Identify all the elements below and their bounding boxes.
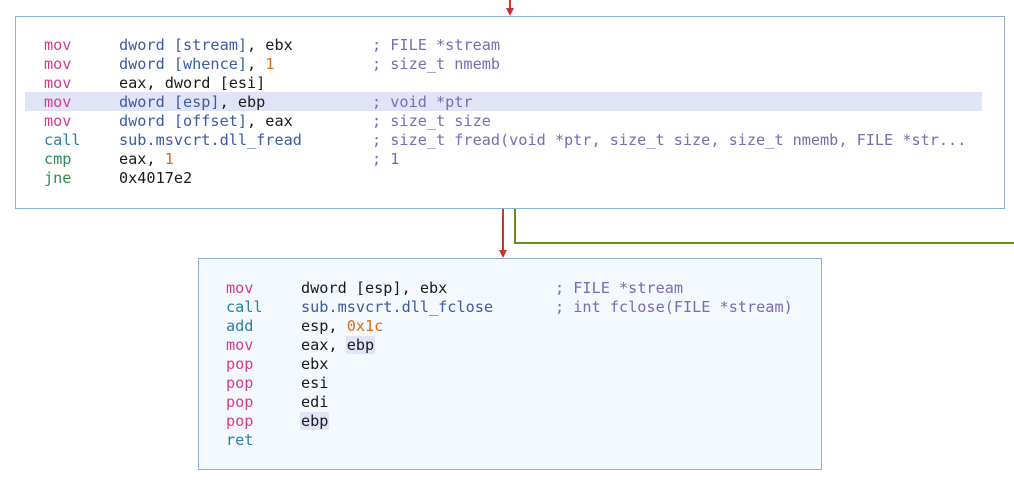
instruction-line[interactable]: jne 0x4017e2: [16, 169, 1004, 188]
instruction-line[interactable]: mov dword [stream], ebx ; FILE *stream: [16, 36, 1004, 55]
mnemonic: add: [226, 317, 254, 335]
mnemonic: cmp: [44, 150, 72, 168]
instruction-line[interactable]: mov eax, ebp: [199, 336, 821, 355]
operand-token[interactable]: , ebp: [219, 93, 266, 111]
operands: ebx: [301, 355, 328, 374]
operands: 0x4017e2: [119, 169, 192, 188]
operand-token[interactable]: esi: [301, 374, 329, 392]
mnemonic: mov: [44, 112, 72, 130]
mnemonic: mov: [226, 279, 254, 297]
instruction-line[interactable]: ret: [199, 431, 821, 450]
highlighted-line: [25, 92, 982, 111]
instruction-line[interactable]: mov eax, dword [esi]: [16, 74, 1004, 93]
operand-token[interactable]: , ebx: [247, 36, 293, 54]
operand-token[interactable]: dword [offset]: [119, 112, 248, 130]
operand-token[interactable]: esp,: [301, 317, 347, 335]
operand-token[interactable]: dword [esp]: [119, 93, 220, 111]
instruction-line[interactable]: cmp eax, 1 ; 1: [16, 150, 1004, 169]
comment: ; size_t size: [372, 112, 491, 130]
instruction-line[interactable]: pop edi: [199, 393, 821, 412]
comment: ; size_t nmemb: [372, 55, 501, 73]
comment: ; FILE *stream: [555, 279, 684, 297]
operand-token[interactable]: sub.msvcrt.dll_fread: [119, 131, 302, 149]
immediate-value[interactable]: 0x1c: [346, 317, 384, 335]
comment: ; size_t fread(void *ptr, size_t size, s…: [372, 131, 967, 149]
immediate-value[interactable]: 1: [164, 150, 174, 168]
operand-token[interactable]: ,: [247, 55, 266, 73]
instruction-line[interactable]: pop ebx: [199, 355, 821, 374]
operand-token[interactable]: edi: [301, 393, 329, 411]
operands: esi: [301, 374, 328, 393]
mnemonic: pop: [226, 374, 254, 392]
instruction-line[interactable]: call sub.msvcrt.dll_fread ; size_t fread(v…: [16, 131, 1004, 150]
operands: dword [esp], ebx: [301, 279, 447, 298]
operands: eax, 1: [119, 150, 174, 169]
operands: sub.msvcrt.dll_fread: [119, 131, 302, 150]
operands: ebp: [300, 412, 330, 431]
operands: dword [offset], eax: [119, 112, 293, 131]
arrowhead-incoming-top: [506, 8, 514, 16]
operand-token[interactable]: sub.msvcrt.dll_fclose: [301, 298, 494, 316]
basic-block-fclose[interactable]: mov dword [esp], ebx ; FILE *stream call sub…: [198, 258, 822, 470]
mnemonic: mov: [44, 55, 72, 73]
instruction-line[interactable]: mov dword [offset], eax ; size_t size: [16, 112, 1004, 131]
mnemonic: mov: [226, 336, 254, 354]
operand-token[interactable]: eax, dword [esi]: [119, 74, 266, 92]
operands: sub.msvcrt.dll_fclose: [301, 298, 493, 317]
operand-token[interactable]: eax,: [119, 150, 165, 168]
operand-token[interactable]: dword [whence]: [119, 55, 248, 73]
operands: dword [whence], 1: [119, 55, 274, 74]
edge-jump-green-vertical: [514, 209, 516, 244]
instruction-line[interactable]: add esp, 0x1c: [199, 317, 821, 336]
mnemonic: mov: [44, 93, 72, 111]
operands: dword [esp], ebp: [119, 93, 265, 112]
mnemonic: mov: [44, 36, 72, 54]
mnemonic: ret: [226, 431, 254, 449]
arrowhead-fallthrough: [499, 250, 507, 258]
operand-token[interactable]: ebx: [301, 355, 329, 373]
edge-incoming-top: [509, 0, 511, 9]
comment: ; FILE *stream: [372, 36, 501, 54]
instruction-line[interactable]: mov dword [esp], ebx ; FILE *stream: [199, 279, 821, 298]
instruction-line[interactable]: mov dword [whence], 1 ; size_t nmemb: [16, 55, 1004, 74]
mnemonic: call: [226, 298, 263, 316]
operand-token[interactable]: eax,: [301, 336, 347, 354]
highlighted-register[interactable]: ebp: [300, 412, 330, 430]
instruction-line[interactable]: call sub.msvcrt.dll_fclose ; int fclose(FI…: [199, 298, 821, 317]
operands: esp, 0x1c: [301, 317, 383, 336]
operands: edi: [301, 393, 328, 412]
immediate-value[interactable]: 1: [265, 55, 275, 73]
instruction-line[interactable]: pop ebp: [199, 412, 821, 431]
mnemonic: pop: [226, 355, 254, 373]
instruction-line[interactable]: mov dword [esp], ebp ; void *ptr: [16, 93, 1004, 112]
operand-token[interactable]: dword [esp], ebx: [301, 279, 448, 297]
operand-token[interactable]: dword [stream]: [119, 36, 248, 54]
instruction-line[interactable]: pop esi: [199, 374, 821, 393]
edge-fallthrough-red: [502, 209, 504, 252]
mnemonic: jne: [44, 169, 72, 187]
comment: ; 1: [372, 150, 400, 168]
comment: ; void *ptr: [372, 93, 473, 111]
operands: eax, dword [esi]: [119, 74, 265, 93]
operands: dword [stream], ebx: [119, 36, 293, 55]
mnemonic: call: [44, 131, 81, 149]
mnemonic: mov: [44, 74, 72, 92]
basic-block-fread[interactable]: mov dword [stream], ebx ; FILE *stream mov d…: [15, 16, 1005, 209]
mnemonic: pop: [226, 393, 254, 411]
operands: eax, ebp: [301, 336, 376, 355]
edge-jump-green-horizontal: [514, 242, 1014, 244]
operand-token[interactable]: , eax: [247, 112, 293, 130]
operand-token[interactable]: 0x4017e2: [119, 169, 193, 187]
highlighted-register[interactable]: ebp: [345, 336, 376, 354]
comment: ; int fclose(FILE *stream): [555, 298, 793, 316]
mnemonic: pop: [226, 412, 254, 430]
